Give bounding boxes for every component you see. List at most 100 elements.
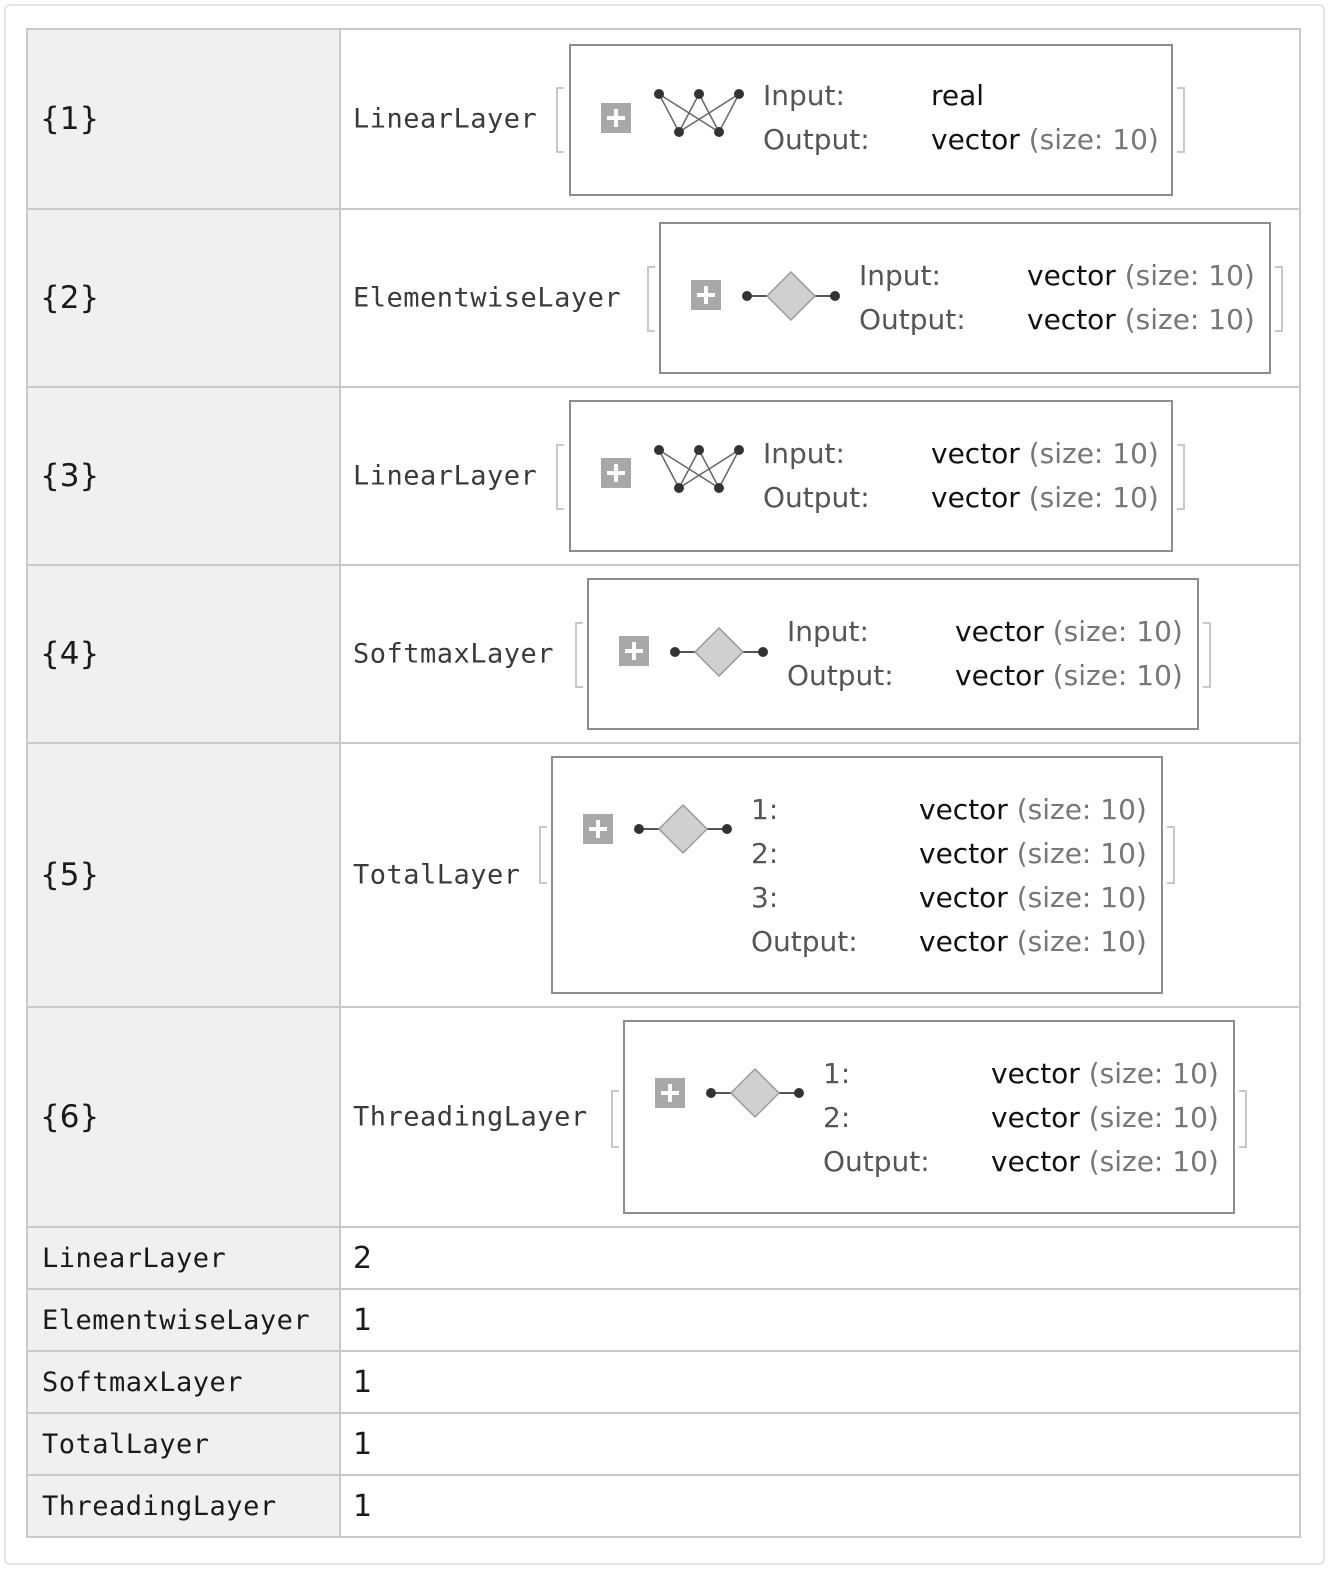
layer-summary-box[interactable]: Input: vector (size: 10) Output: vector … xyxy=(569,400,1173,552)
expand-icon[interactable] xyxy=(601,103,631,133)
port-type: vector (size: 10) xyxy=(931,123,1159,156)
layer-count: 1 xyxy=(353,1426,373,1462)
layer-cell: TotalLayer 1: vector (size: 10) xyxy=(339,742,1301,1008)
layer-index: {6} xyxy=(40,1099,100,1135)
port-list: Input: vector (size: 10) Output: vector … xyxy=(859,254,1259,342)
port-row: 2: vector (size: 10) xyxy=(751,832,1151,876)
expand-icon[interactable] xyxy=(691,280,721,310)
layer-row: {6} ThreadingLayer xyxy=(26,1006,1301,1228)
layer-cell: ThreadingLayer 1: vector (size: 10 xyxy=(339,1006,1301,1228)
port-row: 1: vector (size: 10) xyxy=(751,788,1151,832)
port-row: Input: vector (size: 10) xyxy=(787,610,1187,654)
layer-index: {4} xyxy=(40,636,100,672)
left-bracket xyxy=(556,444,564,510)
port-row: 1: vector (size: 10) xyxy=(823,1052,1223,1096)
port-label: Output: xyxy=(859,303,966,336)
layer-summary-box[interactable]: 1: vector (size: 10) 2: vector (size: 10… xyxy=(623,1020,1235,1214)
expand-icon[interactable] xyxy=(583,814,613,844)
layer-type-name: TotalLayer xyxy=(42,1428,210,1460)
port-type: vector (size: 10) xyxy=(955,615,1183,648)
port-type: real xyxy=(931,79,985,112)
count-value-cell: 1 xyxy=(339,1350,1301,1414)
layer-summary-box[interactable]: 1: vector (size: 10) 2: vector (size: 10… xyxy=(551,756,1163,994)
expand-icon[interactable] xyxy=(601,458,631,488)
layer-name: ElementwiseLayer xyxy=(353,282,622,314)
layer-cell: LinearLayer xyxy=(339,28,1301,210)
linear-network-icon xyxy=(654,445,744,493)
layer-index: {3} xyxy=(40,458,100,494)
left-bracket xyxy=(575,622,583,688)
layer-row: {3} LinearLayer xyxy=(26,386,1301,566)
right-bracket xyxy=(1177,444,1185,510)
right-bracket xyxy=(1177,87,1185,153)
right-bracket xyxy=(1203,622,1211,688)
layer-name: LinearLayer xyxy=(353,460,538,492)
layer-index-cell: {2} xyxy=(26,208,341,388)
count-value-cell: 1 xyxy=(339,1412,1301,1476)
port-label: 3: xyxy=(751,881,779,914)
port-row: 2: vector (size: 10) xyxy=(823,1096,1223,1140)
port-label: Input: xyxy=(787,615,869,648)
expand-icon[interactable] xyxy=(619,636,649,666)
diamond-node-icon xyxy=(742,270,840,322)
port-row: Input: real xyxy=(763,74,1163,118)
layer-type-name: SoftmaxLayer xyxy=(42,1366,244,1398)
port-type: vector (size: 10) xyxy=(1027,259,1255,292)
port-label: Output: xyxy=(751,925,858,958)
port-row: Output: vector (size: 10) xyxy=(859,298,1259,342)
port-label: Output: xyxy=(763,481,870,514)
layer-association-grid: {1} LinearLayer xyxy=(26,28,1301,1538)
port-type: vector (size: 10) xyxy=(931,437,1159,470)
port-type: vector (size: 10) xyxy=(931,481,1159,514)
count-key-cell: LinearLayer xyxy=(26,1226,341,1290)
layer-summary-box[interactable]: Input: vector (size: 10) Output: vector … xyxy=(659,222,1271,374)
layer-cell: ElementwiseLayer Input: vector (si xyxy=(339,208,1301,388)
count-value-cell: 2 xyxy=(339,1226,1301,1290)
port-list: Input: real Output: vector (size: 10) xyxy=(763,74,1163,162)
layer-name: ThreadingLayer xyxy=(353,1101,588,1133)
count-row: ElementwiseLayer 1 xyxy=(26,1288,1301,1352)
port-row: Output: vector (size: 10) xyxy=(787,654,1187,698)
port-list: 1: vector (size: 10) 2: vector (size: 10… xyxy=(751,788,1151,964)
port-label: 2: xyxy=(823,1101,851,1134)
port-label: Input: xyxy=(763,79,845,112)
layer-index-cell: {3} xyxy=(26,386,341,566)
layer-cell: LinearLayer xyxy=(339,386,1301,566)
layer-count: 1 xyxy=(353,1364,373,1400)
layer-type-name: ElementwiseLayer xyxy=(42,1304,311,1336)
port-label: Output: xyxy=(763,123,870,156)
layer-index-cell: {1} xyxy=(26,28,341,210)
port-type: vector (size: 10) xyxy=(991,1101,1219,1134)
count-key-cell: TotalLayer xyxy=(26,1412,341,1476)
port-label: Input: xyxy=(859,259,941,292)
layer-name: TotalLayer xyxy=(353,859,521,891)
layer-count: 1 xyxy=(353,1488,373,1524)
left-bracket xyxy=(539,826,547,884)
port-type: vector (size: 10) xyxy=(919,925,1147,958)
layer-name: SoftmaxLayer xyxy=(353,638,555,670)
expand-icon[interactable] xyxy=(655,1078,685,1108)
layer-row: {2} ElementwiseLayer xyxy=(26,208,1301,388)
port-list: Input: vector (size: 10) Output: vector … xyxy=(787,610,1187,698)
port-label: Input: xyxy=(763,437,845,470)
layer-index-cell: {5} xyxy=(26,742,341,1008)
layer-index: {1} xyxy=(40,101,100,137)
layer-name: LinearLayer xyxy=(353,103,538,135)
layer-row: {1} LinearLayer xyxy=(26,28,1301,210)
layer-summary-box[interactable]: Input: vector (size: 10) Output: vector … xyxy=(587,578,1199,730)
layer-row: {4} SoftmaxLayer xyxy=(26,564,1301,744)
left-bracket xyxy=(647,266,655,332)
count-row: ThreadingLayer 1 xyxy=(26,1474,1301,1538)
right-bracket xyxy=(1275,266,1283,332)
port-row: Input: vector (size: 10) xyxy=(859,254,1259,298)
count-value-cell: 1 xyxy=(339,1474,1301,1538)
port-row: Input: vector (size: 10) xyxy=(763,432,1163,476)
port-row: Output: vector (size: 10) xyxy=(763,476,1163,520)
port-type: vector (size: 10) xyxy=(919,881,1147,914)
diamond-node-icon xyxy=(670,626,768,678)
port-list: Input: vector (size: 10) Output: vector … xyxy=(763,432,1163,520)
port-list: 1: vector (size: 10) 2: vector (size: 10… xyxy=(823,1052,1223,1184)
port-label: 2: xyxy=(751,837,779,870)
port-label: 1: xyxy=(823,1057,851,1090)
layer-summary-box[interactable]: Input: real Output: vector (size: 10) xyxy=(569,44,1173,196)
